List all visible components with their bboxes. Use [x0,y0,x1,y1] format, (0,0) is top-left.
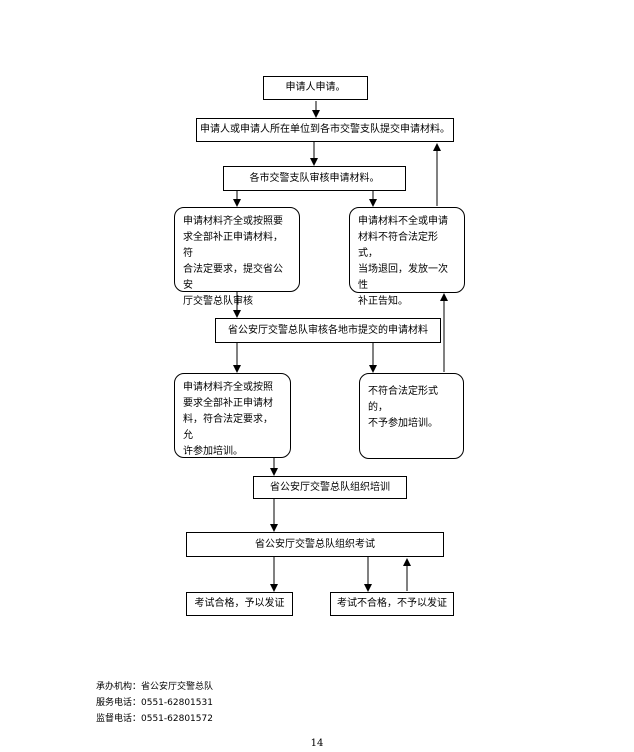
step-training-label: 省公安厅交警总队组织培训 [270,481,390,493]
text-line: 要求全部补正申请材 [183,398,273,409]
text-line: 补正告知。 [358,296,408,307]
step-province-pass: 申请材料齐全或按照 要求全部补正申请材 料，符合法定要求，允 许参加培训。 [174,373,291,458]
text-line: 合法定要求，提交省公安 [183,264,283,291]
text-line: 不符合法定形式的， [368,386,438,413]
supervise-phone: 监督电话：0551-62801572 [96,714,213,724]
step-city-review: 各市交警支队审核申请材料。 [223,166,406,191]
service-phone: 服务电话：0551-62801531 [96,698,213,708]
text-line: 材料不符合法定形式， [358,232,438,259]
text-line: 申请材料齐全或按照 [183,382,273,393]
step-apply: 申请人申请。 [263,76,368,100]
step-exam-pass: 考试合格，予以发证 [186,592,293,616]
text-line: 申请材料齐全或按照要 [183,216,283,227]
text-line: 不予参加培训。 [368,418,438,429]
step-province-fail: 不符合法定形式的， 不予参加培训。 [359,373,464,459]
step-submit-materials-label: 申请人或申请人所在单位到各市交警支队提交申请材料。 [200,124,450,135]
text-line: 料，符合法定要求，允 [183,414,273,441]
handling-org: 承办机构：省公安厅交警总队 [96,682,214,692]
text-line: 申请材料不全或申请 [358,216,448,227]
page-number: 14 [310,738,324,749]
text-line: 许参加培训。 [183,446,243,457]
text-line: 求全部补正申请材料，符 [183,232,283,259]
contact-info: 承办机构：省公安厅交警总队 服务电话：0551-62801531 监督电话：05… [96,679,213,727]
step-exam-label: 省公安厅交警总队组织考试 [255,538,375,550]
step-city-fail: 申请材料不全或申请 材料不符合法定形式， 当场退回，发放一次性 补正告知。 [349,207,465,307]
step-exam-fail: 考试不合格，不予以发证 [330,592,454,616]
step-city-pass: 申请材料齐全或按照要 求全部补正申请材料，符 合法定要求，提交省公安 厅交警总队… [174,207,300,307]
text-line: 厅交警总队审核 [183,296,253,307]
step-exam: 省公安厅交警总队组织考试 [186,532,444,557]
step-exam-fail-label: 考试不合格，不予以发证 [337,598,447,609]
step-city-review-label: 各市交警支队审核申请材料。 [249,172,380,184]
step-submit-materials: 申请人或申请人所在单位到各市交警支队提交申请材料。 [196,118,454,142]
step-province-review: 省公安厅交警总队审核各地市提交的申请材料 [215,318,441,343]
step-exam-pass-label: 考试合格，予以发证 [194,598,285,609]
step-apply-label: 申请人申请。 [285,82,346,93]
text-line: 当场退回，发放一次性 [358,264,448,291]
step-training: 省公安厅交警总队组织培训 [253,476,407,499]
step-province-review-label: 省公安厅交警总队审核各地市提交的申请材料 [228,324,428,336]
